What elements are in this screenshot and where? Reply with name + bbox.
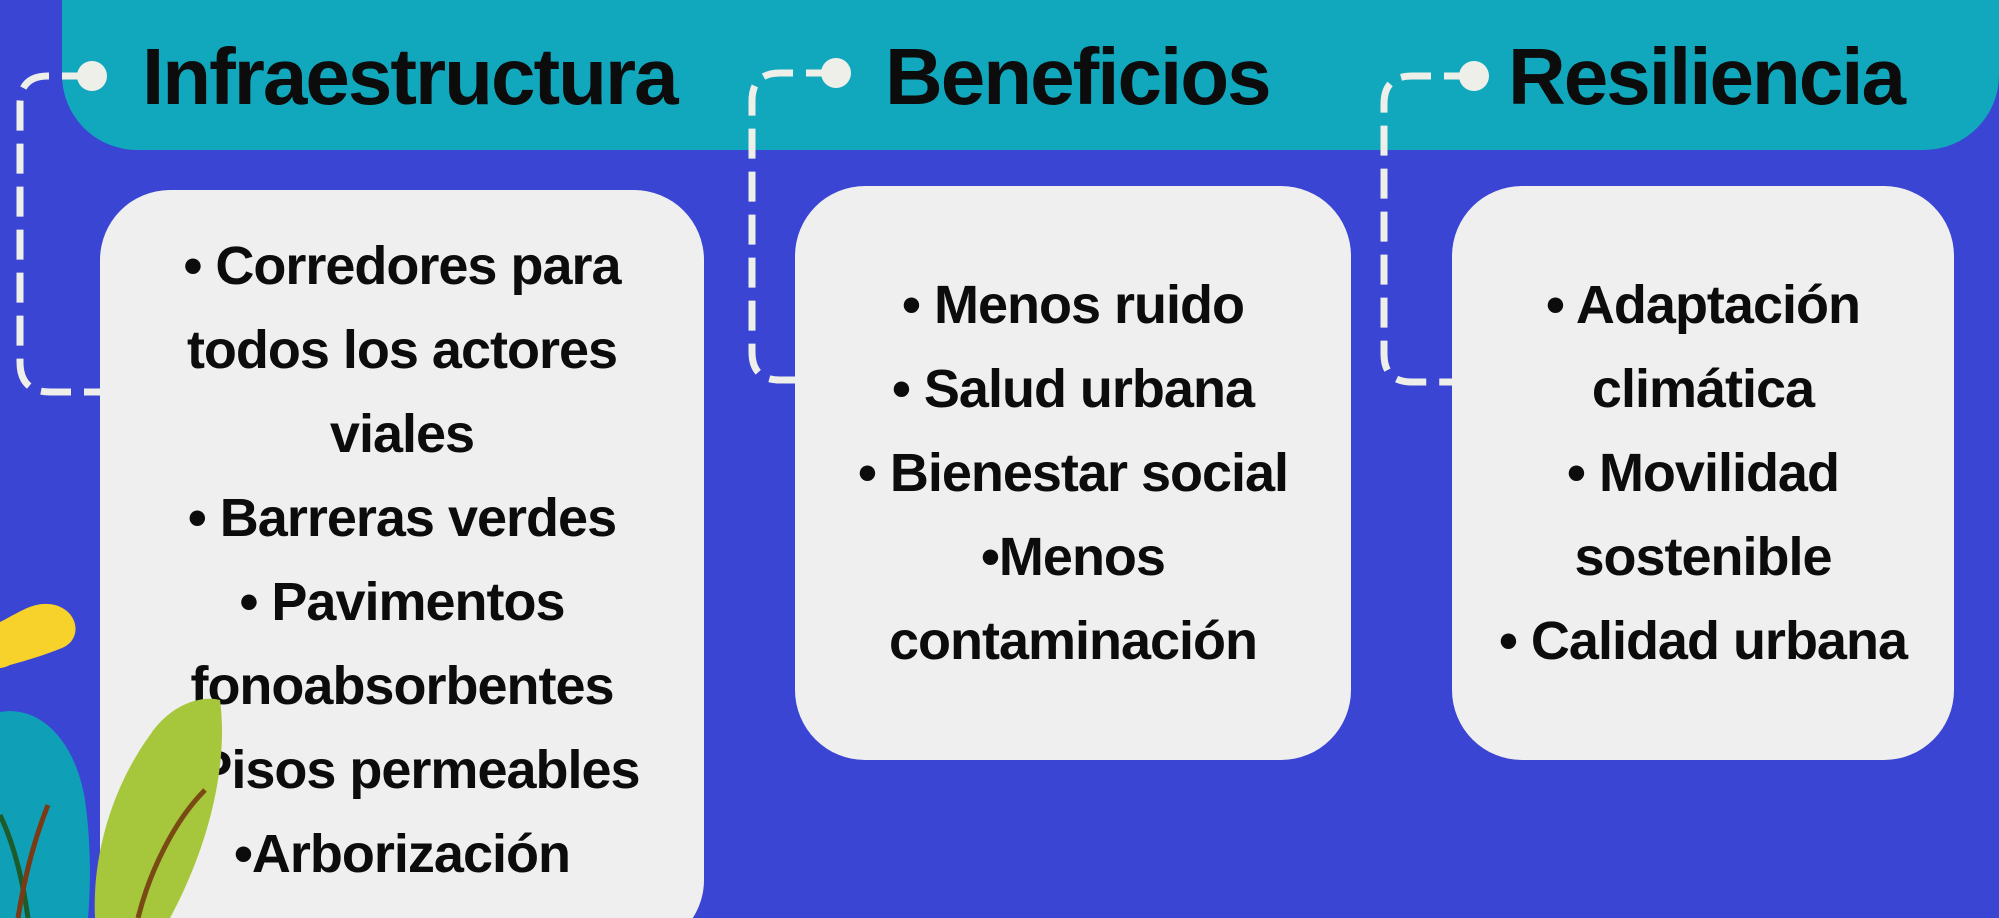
branch-icon <box>15 804 51 918</box>
list-item: • Menos ruido <box>902 275 1245 335</box>
list-item: • Calidad urbana <box>1499 611 1908 671</box>
dashed-connector-line <box>1380 72 1474 386</box>
list-item: • Salud urbana <box>892 359 1255 419</box>
heading-resiliencia: Resiliencia <box>1508 32 1906 121</box>
list-item: contaminación <box>888 611 1258 671</box>
yellow-flower-icon <box>0 603 76 668</box>
list-item: • Corredores para <box>183 236 621 296</box>
dashed-connector-line <box>748 69 836 384</box>
green-leaf-icon <box>94 698 222 918</box>
list-item: sostenible <box>1574 527 1832 587</box>
list-item: todos los actores <box>186 320 618 380</box>
heading-infraestructura: Infraestructura <box>142 32 679 121</box>
list-item: •Arborización <box>234 824 571 884</box>
list-item: • Movilidad <box>1567 443 1840 503</box>
list-item: • Pavimentos <box>239 572 565 632</box>
header-banner <box>62 0 1999 150</box>
connector-start-dot <box>1459 61 1489 91</box>
heading-beneficios: Beneficios <box>885 32 1272 121</box>
leaf-stem-icon <box>135 788 207 918</box>
list-item: climática <box>1591 359 1815 419</box>
connector-start-dot <box>821 58 851 88</box>
list-item: • Barreras verdes <box>187 488 617 548</box>
connector-start-dot <box>77 61 107 91</box>
list-item: • Bienestar social <box>857 443 1289 503</box>
dashed-connector-line <box>16 72 124 396</box>
card-resiliencia: • Adaptación climática • Movilidad soste… <box>1452 186 1954 760</box>
list-item: viales <box>329 404 475 464</box>
list-item: fonoabsorbentes <box>190 656 614 716</box>
card-beneficios: • Menos ruido • Salud urbana • Bienestar… <box>795 186 1351 760</box>
plant-decoration <box>0 603 222 918</box>
branch-icon <box>0 813 31 918</box>
list-item: • Pisos permeables <box>164 740 640 800</box>
list-item: • Adaptación <box>1546 275 1861 335</box>
list-item: •Menos <box>981 527 1166 587</box>
